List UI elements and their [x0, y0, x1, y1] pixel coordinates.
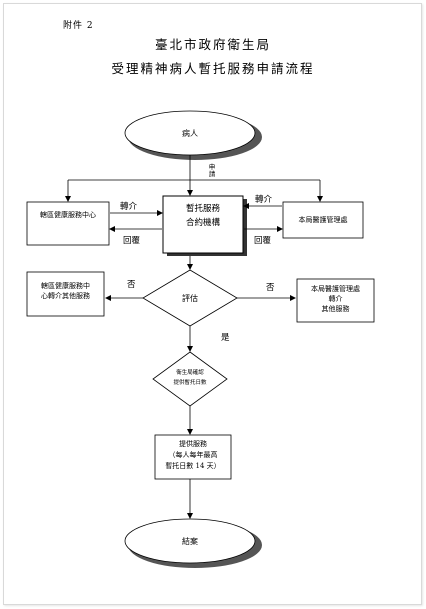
- reply-left-label: 回覆: [123, 236, 141, 246]
- reply-right-label: 回覆: [254, 236, 272, 246]
- agency-line-2: 合約機構: [185, 217, 220, 228]
- apply-char-1: 申: [208, 163, 216, 171]
- approve-label: 衛生局確認 提供暫托日數: [160, 368, 220, 389]
- no-left-label: 否: [127, 280, 136, 290]
- left-center-text: 轄區健康服務中心: [40, 211, 96, 219]
- service-box: [154, 434, 232, 480]
- title-line-1: 臺北市政府衛生局: [154, 37, 271, 52]
- no-right-label: 否: [266, 283, 275, 293]
- refer-left-label: 轉介: [120, 202, 138, 212]
- approve-line-2: 提供暫托日數: [173, 380, 207, 387]
- agency-line-1: 暫托服務: [185, 204, 220, 214]
- right-office-box: [282, 201, 364, 239]
- right-referral-line-3: 其他服務: [321, 305, 350, 314]
- yes-label: 是: [221, 333, 230, 343]
- left-referral-line-2: 心轉介其他服務: [41, 292, 90, 301]
- end-node: [124, 518, 256, 564]
- refer-right-label: 轉介: [255, 195, 273, 205]
- service-line-1: 提供服務: [179, 440, 207, 448]
- left-referral-box: [26, 271, 105, 317]
- left-center-box: [26, 201, 110, 246]
- left-referral-label: 轄區健康服務中 心轉介其他服務: [29, 281, 102, 301]
- service-line-2: （每人每年最高: [168, 450, 218, 459]
- title-line-2: 受理精神病人暫托服務申請流程: [111, 61, 315, 76]
- annex-label: 附件 2: [63, 21, 94, 31]
- left-center-label: 轄區健康服務中心: [29, 210, 107, 220]
- right-referral-line-1: 本局醫護管理處: [311, 285, 360, 293]
- document-page: [3, 3, 422, 605]
- right-referral-box: [296, 278, 375, 323]
- start-label: 病人: [182, 129, 198, 138]
- apply-label: 申 請: [208, 163, 216, 179]
- left-referral-line-1: 轄區健康服務中: [41, 282, 90, 290]
- agency-box: [162, 195, 244, 254]
- right-referral-label: 本局醫護管理處 轉介 其他服務: [299, 284, 372, 314]
- apply-char-2: 請: [208, 170, 216, 179]
- service-line-3: 暫托日數 14 天）: [165, 461, 221, 470]
- service-label: 提供服務 （每人每年最高 暫托日數 14 天）: [157, 439, 229, 472]
- agency-label: 暫托服務 合約機構: [165, 203, 241, 230]
- end-label: 結案: [182, 537, 198, 546]
- right-referral-line-2: 轉介: [328, 295, 343, 304]
- approve-line-1: 衛生局確認: [176, 370, 204, 376]
- evaluate-label: 評估: [182, 294, 198, 303]
- right-office-label: 本局醫護管理處: [298, 216, 348, 224]
